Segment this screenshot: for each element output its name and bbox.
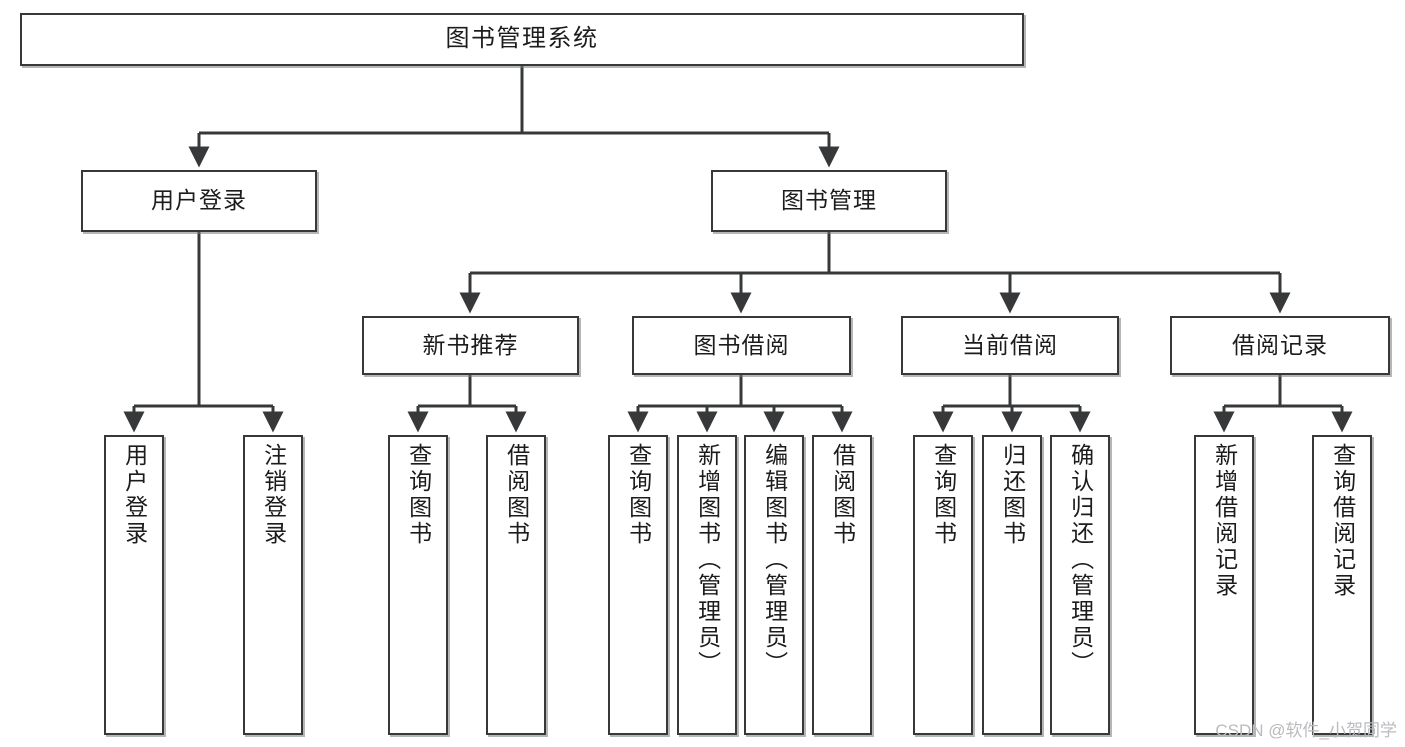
node-leaf-query-record-label: 查询借阅记录 xyxy=(1329,443,1356,599)
node-root-label: 图书管理系统 xyxy=(445,25,599,53)
node-borrow-record-label: 借阅记录 xyxy=(1232,331,1328,358)
node-leaf-return-book-label: 归还图书 xyxy=(999,443,1026,547)
node-leaf-add-book-label: 新增图书（管理员） xyxy=(694,443,721,677)
node-leaf-borrow-book-1-label: 借阅图书 xyxy=(503,443,530,547)
node-leaf-query-book-1[interactable]: 查询图书 xyxy=(388,435,448,735)
node-leaf-confirm-return[interactable]: 确认归还（管理员） xyxy=(1050,435,1110,735)
node-leaf-add-book[interactable]: 新增图书（管理员） xyxy=(677,435,737,735)
node-leaf-edit-book[interactable]: 编辑图书（管理员） xyxy=(744,435,804,735)
node-leaf-logout[interactable]: 注销登录 xyxy=(243,435,303,735)
node-leaf-borrow-book-1[interactable]: 借阅图书 xyxy=(486,435,546,735)
node-leaf-logout-label: 注销登录 xyxy=(260,443,287,547)
node-leaf-add-record-label: 新增借阅记录 xyxy=(1211,443,1238,599)
node-leaf-confirm-return-label: 确认归还（管理员） xyxy=(1067,443,1094,677)
node-user-login-label: 用户登录 xyxy=(151,187,247,214)
node-leaf-query-record[interactable]: 查询借阅记录 xyxy=(1312,435,1372,735)
node-book-management[interactable]: 图书管理 xyxy=(711,170,947,232)
node-current-borrow-label: 当前借阅 xyxy=(962,331,1058,358)
node-book-borrow[interactable]: 图书借阅 xyxy=(632,316,851,375)
node-leaf-query-book-1-label: 查询图书 xyxy=(405,443,432,547)
node-leaf-borrow-book-2-label: 借阅图书 xyxy=(829,443,856,547)
node-leaf-return-book[interactable]: 归还图书 xyxy=(982,435,1042,735)
node-current-borrow[interactable]: 当前借阅 xyxy=(901,316,1119,375)
node-root[interactable]: 图书管理系统 xyxy=(20,13,1024,66)
node-leaf-add-record[interactable]: 新增借阅记录 xyxy=(1194,435,1254,735)
node-new-book-recommend[interactable]: 新书推荐 xyxy=(362,316,579,375)
node-leaf-query-book-2-label: 查询图书 xyxy=(625,443,652,547)
node-leaf-query-book-3-label: 查询图书 xyxy=(930,443,957,547)
node-leaf-user-login-label: 用户登录 xyxy=(121,443,148,547)
node-leaf-user-login[interactable]: 用户登录 xyxy=(104,435,164,735)
csdn-watermark: CSDN @软件_小贺同学 xyxy=(1215,721,1397,740)
node-new-book-recommend-label: 新书推荐 xyxy=(422,331,519,358)
node-leaf-query-book-3[interactable]: 查询图书 xyxy=(913,435,973,735)
node-leaf-edit-book-label: 编辑图书（管理员） xyxy=(761,443,788,677)
node-leaf-borrow-book-2[interactable]: 借阅图书 xyxy=(812,435,872,735)
node-user-login[interactable]: 用户登录 xyxy=(81,170,317,232)
node-leaf-query-book-2[interactable]: 查询图书 xyxy=(608,435,668,735)
node-book-management-label: 图书管理 xyxy=(781,187,877,214)
node-book-borrow-label: 图书借阅 xyxy=(693,331,790,358)
node-borrow-record[interactable]: 借阅记录 xyxy=(1170,316,1390,375)
